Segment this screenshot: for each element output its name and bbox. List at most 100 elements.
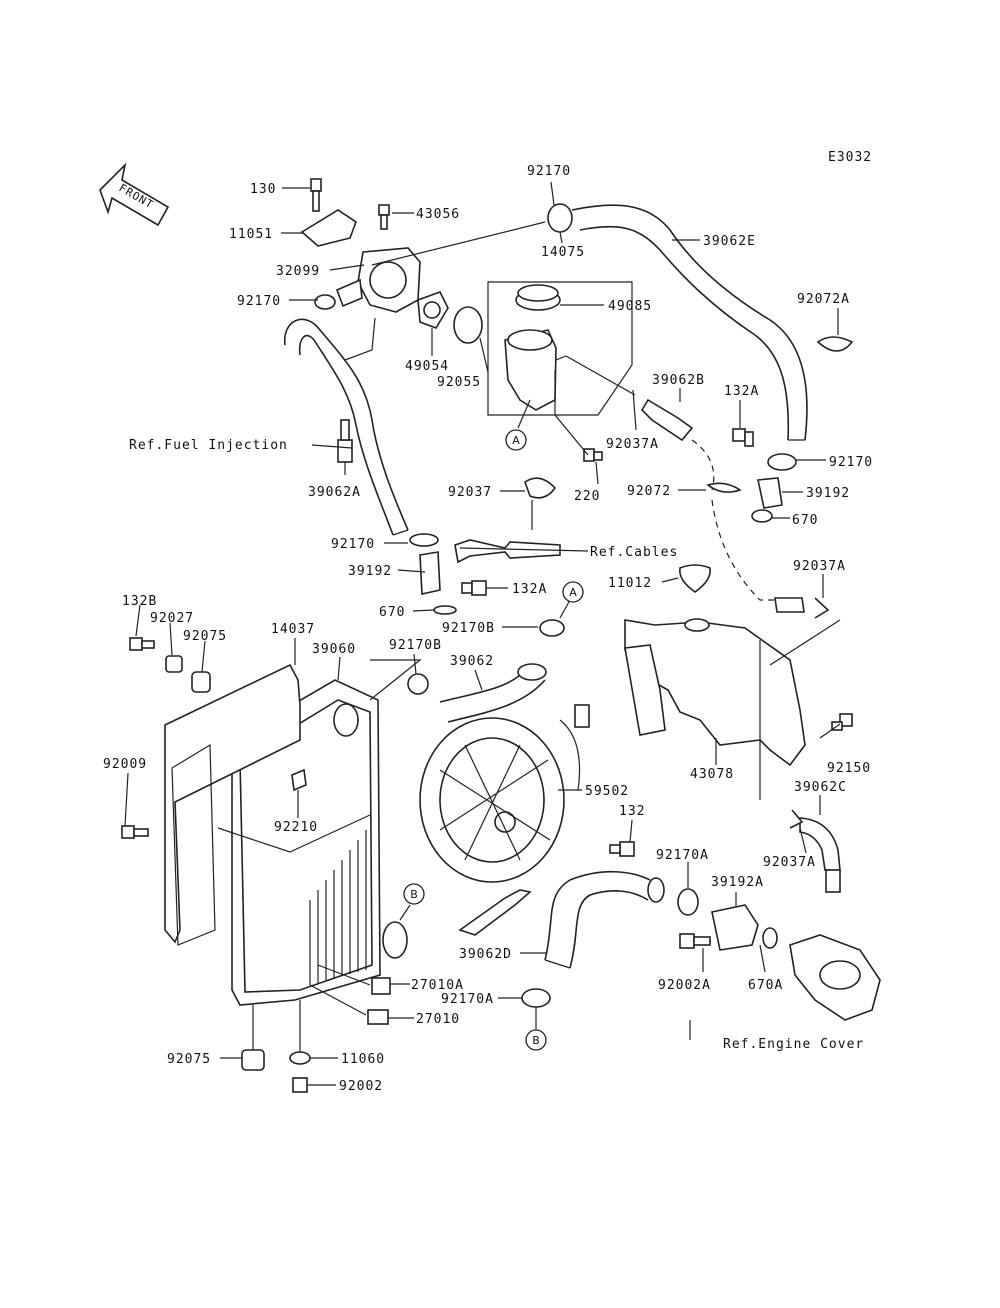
label-39192-right: 39192	[806, 486, 850, 501]
diagram-code: E3032	[828, 150, 872, 165]
label-92055: 92055	[437, 375, 481, 390]
front-arrow-icon: FRONT	[99, 162, 170, 227]
label-92072a: 92072A	[797, 292, 850, 307]
label-132b: 132B	[122, 594, 157, 609]
label-670-mid: 670	[379, 605, 405, 620]
svg-text:B: B	[532, 1034, 540, 1047]
grommet-92075-bottom	[241, 1005, 265, 1071]
hose-39062a	[284, 318, 409, 531]
clamp-92072a	[816, 336, 854, 352]
clamp-92037a-right	[814, 597, 830, 619]
clamp-92170-top	[547, 203, 573, 233]
hose-39062e	[571, 204, 808, 441]
grommet-92075-top	[191, 671, 211, 693]
label-92210: 92210	[274, 820, 318, 835]
label-92037: 92037	[448, 485, 492, 500]
ref-engine-cover: Ref.Engine Cover	[723, 1037, 864, 1052]
label-39062a: 39062A	[308, 485, 361, 500]
fan-assembly-59502	[419, 704, 590, 883]
bolt-132a-right	[732, 428, 754, 447]
hose-39062d	[544, 870, 651, 961]
label-14075: 14075	[541, 245, 585, 260]
reservoir-tank-43078	[624, 618, 806, 767]
label-92150: 92150	[827, 761, 871, 776]
hose-39062	[439, 669, 526, 703]
bolt-92002	[292, 1000, 308, 1093]
label-92075-top: 92075	[183, 629, 227, 644]
label-92002a: 92002A	[658, 978, 711, 993]
label-92170-left: 92170	[237, 294, 281, 309]
o-ring-670-right	[751, 509, 773, 523]
bolt-132b	[129, 637, 155, 651]
o-ring-670a	[762, 927, 778, 949]
label-220: 220	[574, 489, 600, 504]
label-92027: 92027	[150, 611, 194, 626]
pipe-39192-right	[757, 477, 783, 509]
label-39062b: 39062B	[652, 373, 705, 388]
label-49054: 49054	[405, 359, 449, 374]
bolt-220	[583, 448, 603, 462]
label-27010: 27010	[416, 1012, 460, 1027]
label-11051: 11051	[229, 227, 273, 242]
clip-92210	[291, 768, 307, 792]
washer-11060	[289, 1051, 311, 1065]
label-670-right: 670	[792, 513, 818, 528]
hose-39062b	[640, 398, 694, 442]
sensor-27010	[367, 1009, 389, 1025]
label-59502: 59502	[585, 784, 629, 799]
svg-text:A: A	[512, 434, 520, 447]
leader-lines	[124, 181, 841, 1086]
bolt-92002a	[679, 933, 711, 949]
clamp-92037	[524, 477, 557, 530]
label-92075-bottom: 92075	[167, 1052, 211, 1067]
collar-92027	[165, 655, 183, 673]
clamp-92170-left	[314, 294, 336, 310]
thermostat-housing	[300, 209, 421, 313]
radiator-fins	[309, 830, 367, 985]
label-92170a-2: 92170A	[441, 992, 494, 1007]
marker-a-mid: A	[559, 581, 584, 619]
clamp-92170b-upper	[539, 619, 565, 637]
clamp-92170-mid	[409, 533, 439, 547]
filler-neck	[504, 329, 567, 411]
marker-b-bottom: B	[525, 1007, 547, 1051]
bolt-92009	[121, 825, 149, 839]
label-92170-right: 92170	[829, 455, 873, 470]
label-49085: 49085	[608, 299, 652, 314]
label-39062c: 39062C	[794, 780, 847, 795]
marker-a-top: A	[505, 399, 531, 451]
label-39192a: 39192A	[711, 875, 764, 890]
label-130: 130	[250, 182, 276, 197]
label-132: 132	[619, 804, 645, 819]
o-ring-92055	[453, 306, 483, 344]
thermostat-49054	[417, 291, 449, 329]
marker-b-top: B	[399, 883, 425, 921]
clamp-92170a-lower	[521, 988, 551, 1008]
cap-11012	[678, 564, 712, 593]
label-43078: 43078	[690, 767, 734, 782]
label-92170b-2: 92170B	[389, 638, 442, 653]
switch-27010a	[371, 977, 391, 995]
label-32099: 32099	[276, 264, 320, 279]
bolt-130	[310, 178, 322, 212]
label-39062e: 39062E	[703, 234, 756, 249]
pipe-39192a	[711, 904, 759, 951]
label-92002: 92002	[339, 1079, 383, 1094]
svg-text:A: A	[569, 586, 577, 599]
bracket-cables	[454, 539, 561, 564]
ref-fuel-injection: Ref.Fuel Injection	[129, 438, 288, 453]
label-92170a: 92170A	[656, 848, 709, 863]
radiator-cap-49085	[515, 284, 561, 311]
hose-tip	[825, 869, 841, 893]
label-11012: 11012	[608, 576, 652, 591]
label-92170b: 92170B	[442, 621, 495, 636]
label-14037: 14037	[271, 622, 315, 637]
fan-bracket	[458, 889, 532, 936]
label-39062d: 39062D	[459, 947, 512, 962]
label-92037a-right: 92037A	[793, 559, 846, 574]
label-27010a: 27010A	[411, 978, 464, 993]
label-670a: 670A	[748, 978, 783, 993]
ref-cables: Ref.Cables	[590, 545, 678, 560]
clamp-92170-right	[767, 453, 797, 471]
label-132a-top: 132A	[724, 384, 759, 399]
